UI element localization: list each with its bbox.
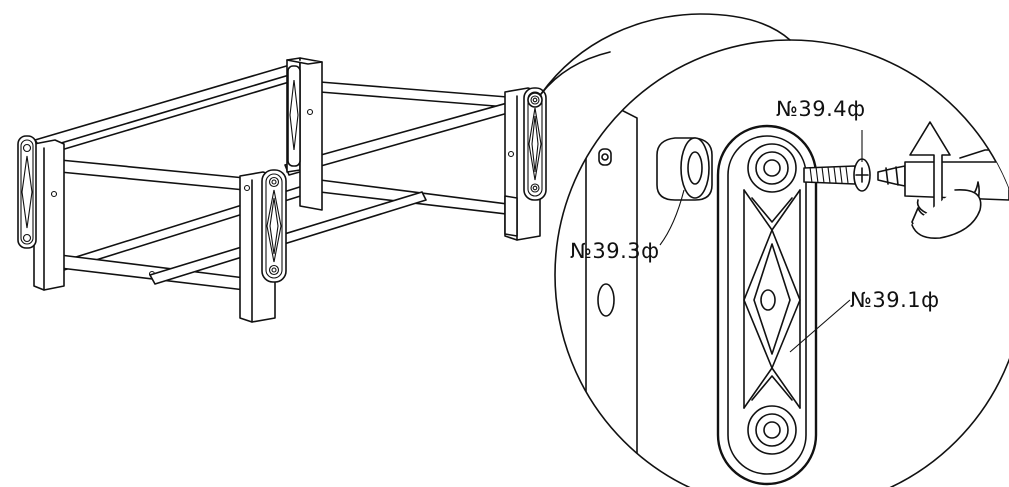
back-top-rail (34, 61, 307, 157)
post-back-right (504, 195, 518, 237)
screwdriver-icon (877, 149, 1009, 201)
right-side-top-rail (319, 81, 521, 109)
screw-part (803, 158, 871, 192)
plate-part (716, 124, 818, 486)
post-back-left (286, 57, 323, 211)
label-plate: №39.1ф (850, 288, 940, 312)
label-screw: №39.4ф (776, 97, 866, 121)
post-left-end (17, 135, 65, 291)
label-spacer: №39.3ф (570, 239, 660, 263)
frame-assembly (17, 57, 547, 323)
rotation-arrow-icon (909, 121, 982, 240)
leader-plate (789, 299, 851, 353)
zoom-connector (540, 13, 791, 95)
zoom-source-circle (527, 92, 543, 108)
detail-zoom (527, 13, 1009, 487)
zoom-circle (554, 39, 1009, 487)
spacer-part (656, 137, 713, 201)
front-bottom-rail (149, 191, 427, 285)
leader-spacer (659, 189, 685, 246)
post-front-left (239, 169, 287, 323)
left-side-top-rail (59, 159, 246, 191)
